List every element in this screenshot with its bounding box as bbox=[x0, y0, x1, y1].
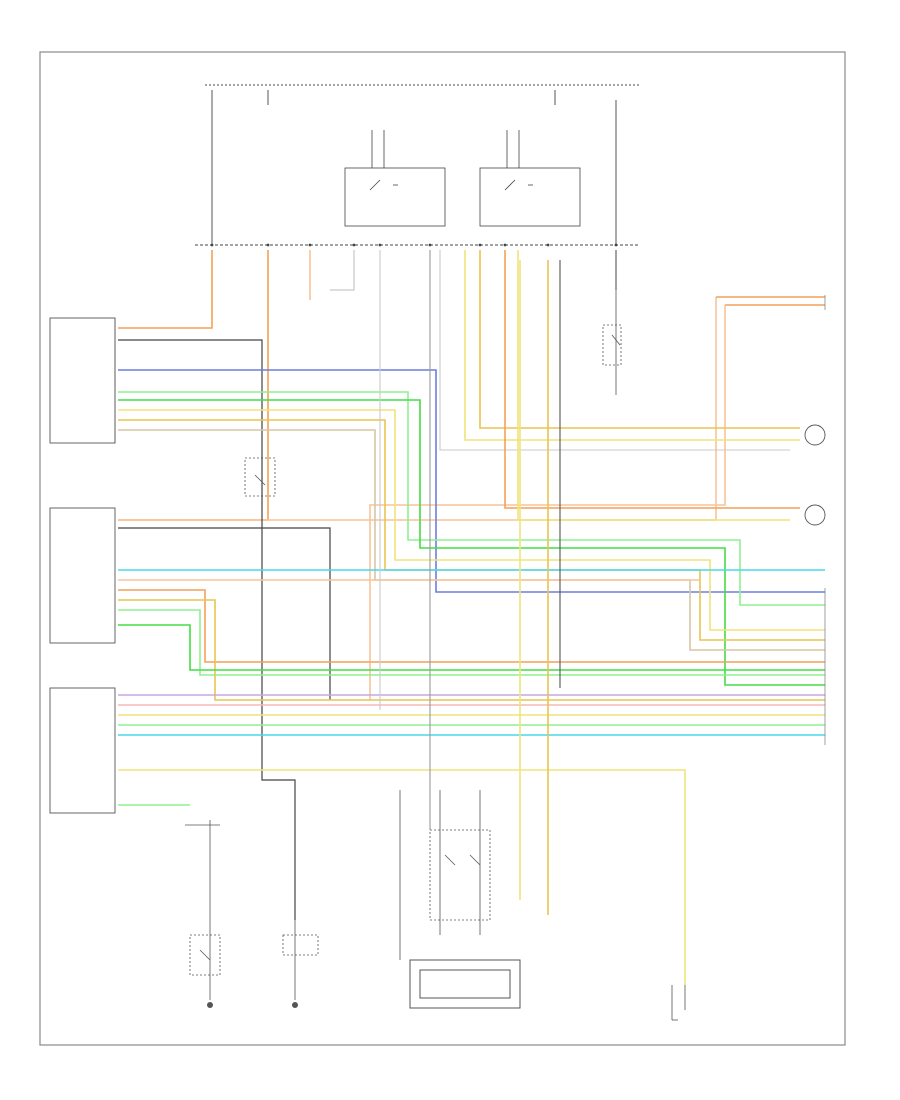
relay-right bbox=[479, 130, 581, 227]
seat-switch-left bbox=[185, 820, 221, 1000]
seat-switch-middle bbox=[282, 920, 319, 1000]
left-relay-middle bbox=[244, 457, 276, 497]
passenger-seat-heater-module bbox=[49, 507, 116, 644]
splice-dots bbox=[210, 243, 618, 247]
ground-g1 bbox=[207, 1002, 213, 1008]
ground-g2 bbox=[292, 1002, 298, 1008]
lumbar-relay bbox=[399, 790, 491, 960]
driver-seat-heater-module bbox=[49, 317, 116, 444]
right-connectors bbox=[804, 424, 826, 526]
seat-control-module bbox=[49, 687, 116, 814]
lumbar-motor bbox=[409, 959, 521, 1009]
diagram-border bbox=[39, 51, 846, 1046]
lumbar-switch bbox=[671, 985, 686, 1021]
ground-switch-right bbox=[602, 290, 622, 395]
relay-left bbox=[344, 130, 446, 227]
wire-harness bbox=[118, 250, 825, 985]
power-feeds bbox=[195, 84, 640, 246]
